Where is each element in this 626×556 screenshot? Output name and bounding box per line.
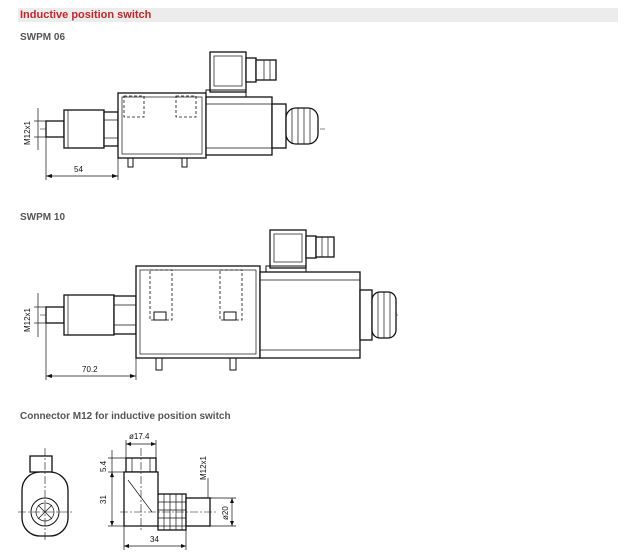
- connector-drawing: ø17.4 5.4 31 34 M12x1 ø20: [18, 432, 236, 550]
- swpm10-length-dim: 70.2: [82, 365, 98, 374]
- connector-diameter-dim: ø20: [221, 506, 230, 520]
- swpm06-thread-dim: M12x1: [23, 120, 32, 145]
- swpm10-thread-dim: M12x1: [23, 307, 32, 332]
- swpm06-drawing: M12x1 54: [23, 51, 325, 180]
- section-label-connector: Connector M12 for inductive position swi…: [20, 411, 231, 422]
- swpm10-drawing: M12x1 70.2: [23, 229, 400, 380]
- section-label-swpm06: SWPM 06: [20, 32, 66, 43]
- connector-diameter-top-dim: ø17.4: [129, 432, 150, 441]
- swpm06-length-dim: 54: [74, 165, 83, 174]
- header-bar: Inductive position switch: [18, 8, 618, 22]
- connector-width-dim: 34: [150, 535, 159, 544]
- connector-top-height-dim: 5.4: [99, 460, 108, 472]
- connector-thread-dim: M12x1: [199, 455, 208, 480]
- section-label-swpm10: SWPM 10: [20, 212, 66, 223]
- page-title: Inductive position switch: [20, 9, 152, 21]
- connector-height-dim: 31: [99, 495, 108, 504]
